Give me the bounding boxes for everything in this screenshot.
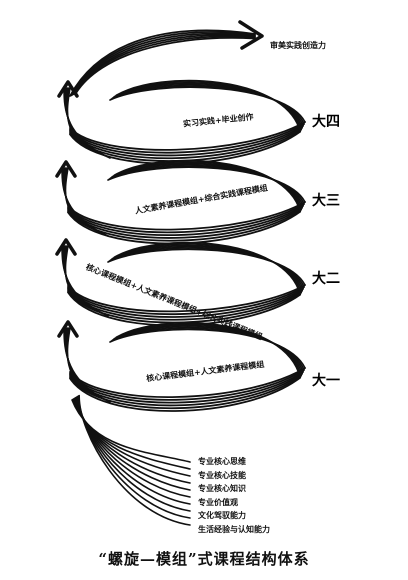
foundation-strand [75, 396, 191, 498]
top-arrowhead-icon [238, 20, 264, 50]
spiral-front-strand [67, 201, 306, 231]
spiral-rise-strand [64, 245, 97, 311]
spiral-back-strand [111, 325, 304, 373]
spiral-back-strand [113, 241, 301, 296]
spiral-back-strand [111, 162, 303, 209]
spiral-front-strand [69, 121, 306, 151]
spiral-back-strand [109, 163, 304, 207]
spiral-front-strand [67, 284, 306, 313]
top-goal-label: 审美实践创造力 [270, 41, 326, 50]
spiral-front-strand [69, 130, 302, 165]
spiral-front-strand [67, 204, 304, 237]
level-3-year: 大三 [312, 193, 340, 209]
spiral-back-strand [109, 328, 306, 369]
spiral-back-strand [111, 244, 303, 292]
level-4-year: 大四 [312, 114, 340, 130]
spiral-front-strand [69, 124, 304, 157]
arrowhead-icon [55, 238, 77, 256]
foundation-item: 专业价值观 [198, 497, 238, 507]
diagram-title: “螺旋—模组”式课程结构体系 [98, 550, 310, 568]
spiral-back-strand [108, 247, 305, 288]
spiral-back-strand [108, 165, 305, 205]
spiral-back-strand [109, 245, 304, 290]
spiral-back-strand [107, 248, 306, 286]
spiral-rise-strand [66, 327, 99, 397]
spiral-back-strand [114, 81, 302, 131]
arrowhead-icon [55, 160, 77, 178]
spiral-front-strand [67, 286, 305, 316]
spiral-front-strand [69, 374, 303, 410]
spiral-rise-strand [66, 87, 99, 153]
spiral-front-strand [69, 367, 306, 398]
arrowhead-icon [57, 320, 79, 338]
spiral-back-strand [115, 321, 301, 379]
spiral-front-strand [67, 210, 302, 245]
level-1-year: 大一 [312, 373, 340, 389]
spiral-back-strand [110, 327, 305, 371]
foundation-item: 专业核心知识 [198, 484, 246, 494]
spiral-rise-strand [64, 167, 97, 231]
spiral-back-strand [114, 323, 302, 377]
spiral-back-strand [115, 79, 301, 133]
foundation-strand [78, 394, 191, 526]
level-2-year: 大二 [312, 271, 340, 287]
foundation-item: 专业核心思维 [198, 457, 246, 466]
foundation-strand [76, 396, 191, 505]
foundation-list: 专业核心思维 专业核心技能 专业核心知识 专业价值观 文化驾驭能力 生活经验与认… [198, 455, 270, 537]
spiral-front-strand [67, 203, 305, 234]
spiral-back-strand [113, 159, 301, 213]
spiral-back-strand [112, 161, 302, 211]
spiral-back-strand [112, 243, 302, 294]
spiral-front-strand [67, 291, 302, 327]
spiral-top-strand [75, 37, 256, 94]
foundation-item: 文化驾驭能力 [198, 511, 246, 521]
spiral-back-strand [113, 82, 303, 129]
spiral-front-strand [69, 376, 302, 412]
spiral-back-strand [111, 83, 304, 127]
foundation-item: 生活经验与认知能力 [198, 524, 270, 534]
spiral-front-strand [69, 123, 305, 154]
spiral-front-strand [69, 369, 305, 401]
spiral-back-strand [113, 324, 303, 375]
foundation-item: 专业核心技能 [198, 470, 246, 480]
